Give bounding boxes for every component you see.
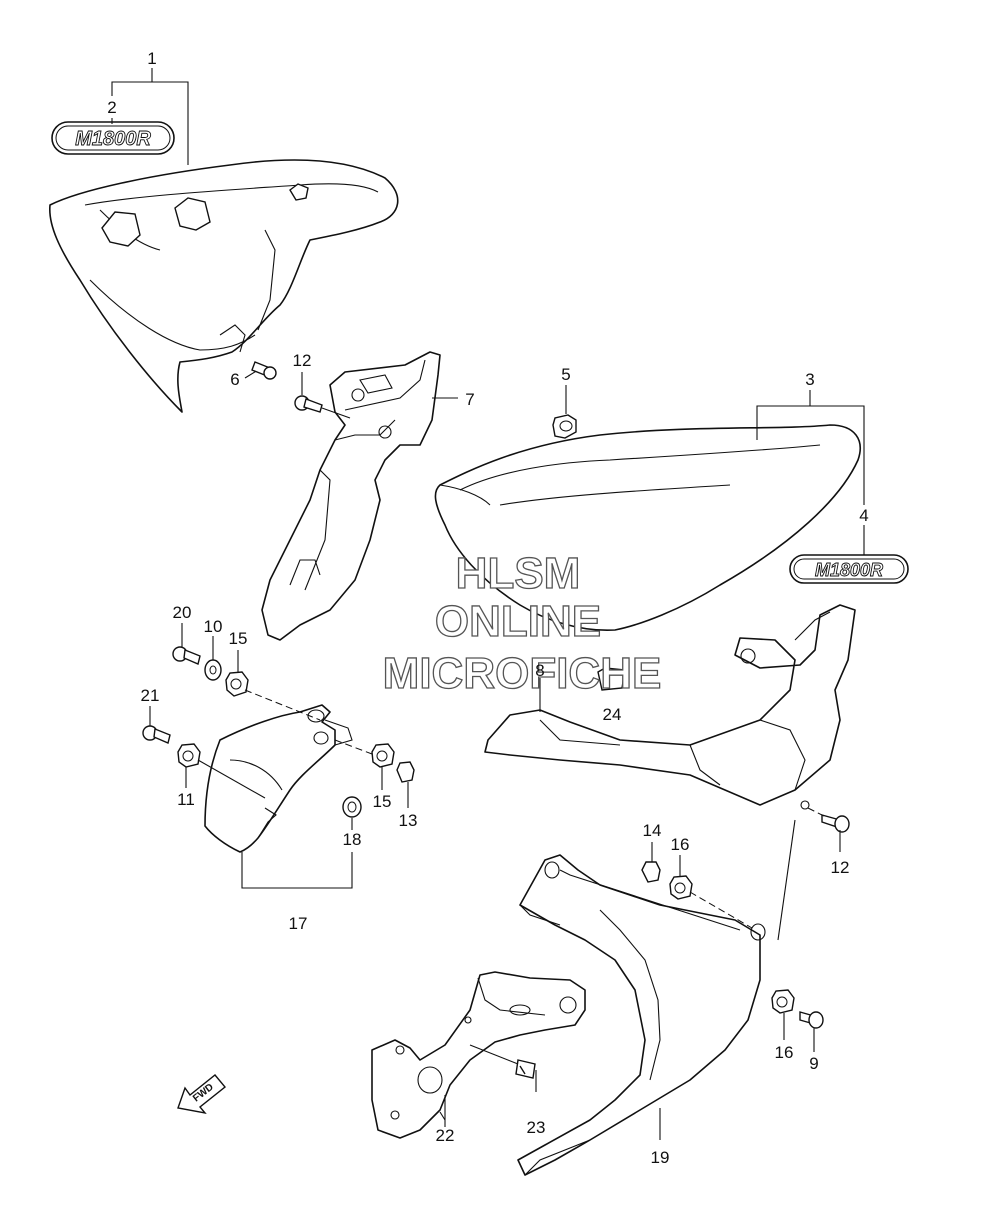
emblem-m1800r-left: M1800R [51,121,175,155]
callout-numbers: 1 2 3 4 5 6 7 8 9 10 11 12 12 13 14 15 1… [107,49,868,1167]
callout-9: 9 [809,1054,818,1073]
callout-2: 2 [107,98,116,117]
emblem-m1800r-right: M1800R [789,554,909,584]
heat-shield-19 [517,854,766,1176]
washer-18 [342,796,362,830]
line-11-to-shield [197,759,266,799]
callout-8: 8 [535,661,544,680]
watermark: HLSM ONLINE MICROFICHE [382,548,662,698]
grommet-15-right [371,743,395,790]
callout-21: 21 [141,686,160,705]
callout-16-lower: 16 [775,1043,794,1062]
seat-tail-cover [49,159,399,413]
dash-upper-left [244,689,321,721]
callout-19: 19 [651,1148,670,1167]
callout-10: 10 [204,617,223,636]
bolt-23 [469,1044,537,1092]
washer-10 [204,636,222,681]
callout-17: 17 [289,914,308,933]
grommet-16-upper [669,855,693,900]
leader-1 [111,68,189,165]
dash-grommet-16 [689,891,753,929]
svg-text:ONLINE: ONLINE [435,597,601,646]
callout-4: 4 [859,506,868,525]
bolt-20 [172,623,201,665]
callout-7: 7 [465,390,474,409]
callout-5: 5 [561,365,570,384]
callout-13: 13 [399,811,418,830]
callout-16-upper: 16 [671,835,690,854]
svg-text:M1800R: M1800R [815,560,883,580]
callout-3: 3 [805,370,814,389]
collar-13 [396,761,415,808]
callout-15-right: 15 [373,792,392,811]
dash-mid-left [334,739,373,755]
bolt-12-lower [807,807,850,852]
callout-24: 24 [603,705,622,724]
clip-24 [597,667,626,691]
callout-11: 11 [177,790,195,809]
line-12-to-19 [777,819,796,941]
callout-18: 18 [343,830,362,849]
side-cover-bracket-8 [484,604,856,810]
grommet-11 [177,743,201,788]
leader-3-4 [756,390,865,505]
side-cover-bracket-7 [261,351,441,641]
callout-20: 20 [173,603,192,622]
callout-15-left: 15 [229,629,248,648]
callout-1: 1 [147,49,156,68]
callout-14: 14 [643,821,662,840]
callout-22: 22 [436,1126,455,1145]
screw-6 [244,361,277,380]
grommet-14 [641,842,661,883]
grommet-16-lower [771,989,795,1040]
bracket-22 [371,971,586,1139]
callout-12-lower: 12 [831,858,850,877]
svg-text:HLSM: HLSM [456,549,581,598]
svg-text:M1800R: M1800R [75,128,151,150]
bolt-12-upper [294,372,351,419]
grommet-5 [552,385,577,439]
grommet-15-left [225,650,249,697]
bolt-9 [799,1011,824,1052]
svg-text:MICROFICHE: MICROFICHE [383,649,662,698]
heat-shield-assembly-17 [204,704,353,853]
side-cover-right [434,424,861,632]
leader-17 [241,852,353,889]
fwd-arrow: FWD [177,1074,226,1115]
callout-6: 6 [230,370,239,389]
bolt-21 [142,706,171,744]
callout-12-upper: 12 [293,351,312,370]
callout-23: 23 [527,1118,546,1137]
